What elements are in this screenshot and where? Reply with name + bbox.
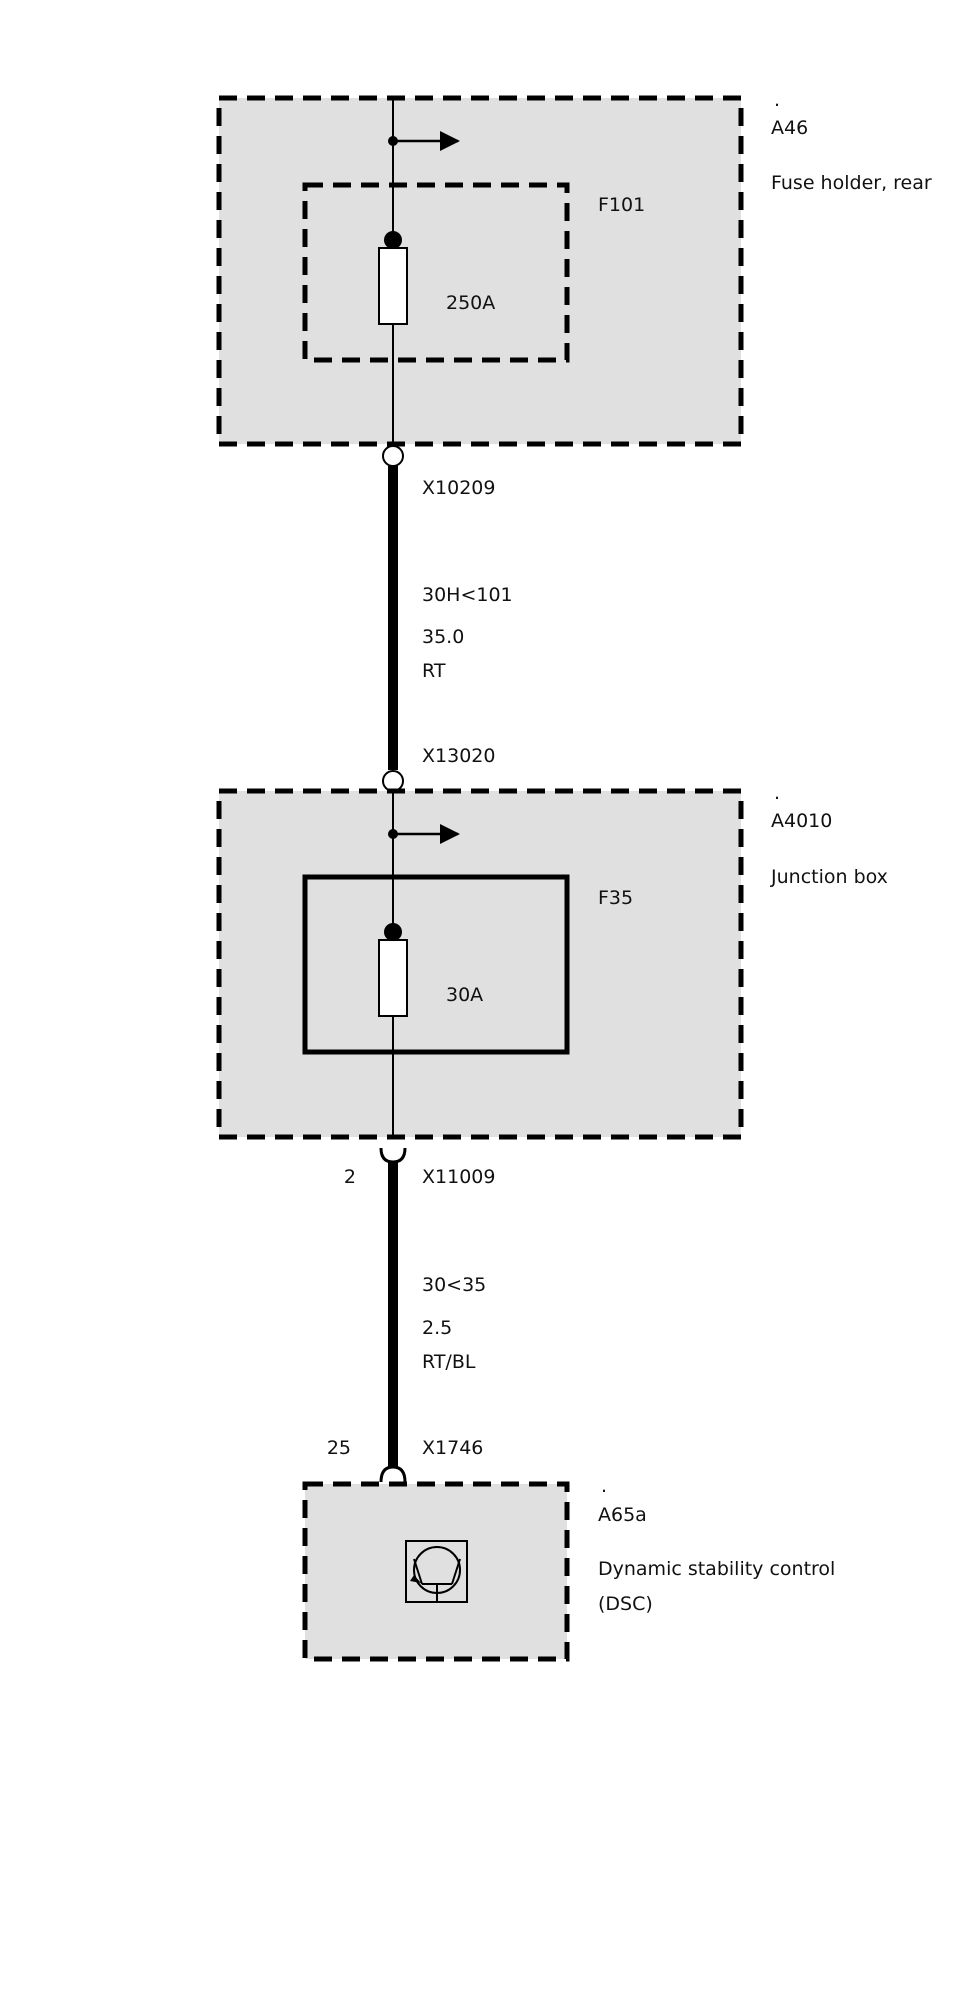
wire-2-circuit: 30<35 [422, 1274, 486, 1296]
component-a4010-dot: . [774, 782, 780, 804]
component-a4010-name: Junction box [770, 866, 888, 888]
fuse-f101-id: F101 [598, 194, 645, 216]
component-a46-dot: . [774, 89, 780, 111]
fuse-terminal-dot [384, 231, 402, 249]
component-a46-id: A46 [771, 117, 808, 139]
wire-1: X10209 30H<101 35.0 RT X13020 [382, 445, 513, 792]
fuse-f35-housing [302, 874, 570, 1055]
component-a65a-dot: . [601, 1475, 607, 1497]
fuse-terminal-dot [384, 923, 402, 941]
connector-x13020-symbol [382, 770, 404, 792]
component-a4010-box [216, 788, 744, 1140]
component-a4010: . A4010 Junction box F35 30A [216, 782, 888, 1140]
connector-x11009-symbol [379, 1147, 407, 1164]
fuse-f101-housing [302, 182, 570, 363]
component-a4010-id: A4010 [771, 810, 832, 832]
connector-x1746-symbol [379, 1465, 407, 1483]
component-a65a-id: A65a [598, 1504, 647, 1526]
fuse-f35-symbol [378, 939, 408, 1017]
connector-x1746-pin: 25 [327, 1437, 351, 1459]
transistor-icon [405, 1540, 468, 1603]
connector-x11009-id: X11009 [422, 1166, 495, 1188]
fuse-f35-rating: 30A [446, 984, 483, 1006]
connector-x1746-id: X1746 [422, 1437, 483, 1459]
component-a46: . A46 Fuse holder, rear F101 250A [216, 89, 932, 447]
wire-1-color: RT [422, 660, 446, 682]
wire-1-gauge: 35.0 [422, 626, 464, 648]
fuse-f35-id: F35 [598, 887, 633, 909]
connector-x13020-id: X13020 [422, 745, 495, 767]
connector-x10209-symbol [382, 445, 404, 467]
component-a65a-name-line2: (DSC) [598, 1593, 653, 1615]
component-a46-box [216, 95, 744, 447]
component-a65a-name-line1: Dynamic stability control [598, 1558, 835, 1580]
fuse-f101-rating: 250A [446, 292, 495, 314]
wire-2-color: RT/BL [422, 1351, 476, 1373]
wire-1-circuit: 30H<101 [422, 584, 513, 606]
connector-x10209-id: X10209 [422, 477, 495, 499]
wire-2: 2 X11009 30<35 2.5 RT/BL 25 X1746 [327, 1147, 495, 1483]
component-a65a-box [302, 1481, 570, 1662]
component-a46-name: Fuse holder, rear [771, 172, 932, 194]
wire-2-gauge: 2.5 [422, 1317, 452, 1339]
connector-x11009-pin: 2 [344, 1166, 356, 1188]
fuse-f101-symbol [378, 247, 408, 325]
component-a65a: . A65a Dynamic stability control (DSC) [302, 1475, 835, 1662]
